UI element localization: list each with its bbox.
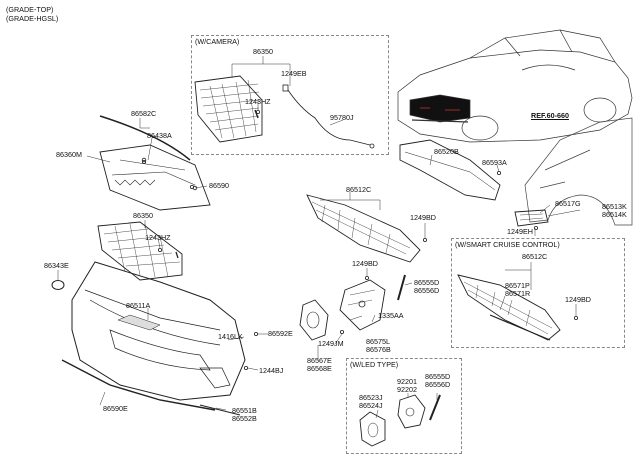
grade-hgsl-label: (GRADE-HGSL) <box>6 14 59 23</box>
fog-bracket <box>339 279 386 331</box>
lower-grille-86512C <box>306 194 421 263</box>
part-label: 86513K <box>602 202 627 211</box>
part-label: 1335AA <box>378 311 404 320</box>
part-label: 86520B <box>434 147 459 156</box>
part-label: 86555D <box>414 278 440 287</box>
part-label: 1249EB <box>281 69 307 78</box>
part-label: 1244BJ <box>259 366 284 375</box>
part-label: 86523J <box>359 393 383 402</box>
camera-box-title: (W/CAMERA) <box>195 37 240 46</box>
part-label: 86552B <box>232 414 257 423</box>
emblem <box>51 280 65 290</box>
part-label: 86360M <box>56 150 82 159</box>
part-label: 86512C <box>522 252 548 261</box>
fog-cover <box>299 299 329 341</box>
lower-grille <box>97 221 183 281</box>
reference-link[interactable]: REF.60-660 <box>531 111 569 120</box>
part-label: 86576B <box>366 345 391 354</box>
bumper-beam <box>399 139 501 201</box>
part-label: 86567E <box>307 356 332 365</box>
part-label: 1416LK <box>218 332 243 341</box>
part-label: 1243HZ <box>145 233 171 242</box>
fasteners <box>141 110 579 370</box>
part-label: 86556D <box>425 380 451 389</box>
part-label: 86590 <box>209 181 229 190</box>
part-label: 86555D <box>425 372 451 381</box>
part-label: 86511A <box>126 301 151 310</box>
part-label: 92201 <box>397 377 417 386</box>
part-label: 86350 <box>133 211 153 220</box>
vehicle-illustration <box>397 29 633 143</box>
part-label: 1243HZ <box>245 97 271 106</box>
lower-lip <box>61 359 216 411</box>
part-label: 1249JM <box>318 339 344 348</box>
part-label: 86514K <box>602 210 627 219</box>
molding-strip <box>99 115 191 161</box>
bracket-86360M <box>99 144 211 211</box>
scc-grille <box>457 274 561 341</box>
fender-illustration <box>524 117 633 226</box>
part-label: 86438A <box>147 131 172 140</box>
part-label: 1249BD <box>352 259 378 268</box>
led-parts <box>359 394 441 447</box>
part-label: 86582C <box>131 109 157 118</box>
camera-box <box>191 35 389 155</box>
part-label: 1249BD <box>565 295 591 304</box>
side-bracket <box>514 209 549 227</box>
part-label: 86517G <box>555 199 581 208</box>
part-label: 1249EH <box>507 227 533 236</box>
part-label: 86575L <box>366 337 390 346</box>
front-bumper <box>71 261 246 401</box>
part-label: 86571R <box>505 289 531 298</box>
part-label: 1249BD <box>410 213 436 222</box>
part-label: 86571P <box>505 281 530 290</box>
grade-top-label: (GRADE-TOP) <box>6 5 54 14</box>
smart-cruise-box <box>451 238 625 348</box>
part-label: 86551B <box>232 406 257 415</box>
led-box-title: (W/LED TYPE) <box>350 360 399 369</box>
part-label: 86350 <box>253 47 273 56</box>
part-label: 86592E <box>268 329 293 338</box>
part-label: 86568E <box>307 364 332 373</box>
camera-grille <box>194 75 375 149</box>
part-label: 86512C <box>346 185 372 194</box>
part-label: 92202 <box>397 385 417 394</box>
part-label: 86593A <box>482 158 507 167</box>
part-label: 86524J <box>359 401 383 410</box>
leader-lines <box>57 56 581 419</box>
part-label: 86343E <box>44 261 69 270</box>
part-label: 86590E <box>103 404 128 413</box>
part-label: 95780J <box>330 113 354 122</box>
side-strip <box>199 404 241 416</box>
led-box <box>346 358 462 454</box>
side-strip-86555D <box>397 274 406 301</box>
part-label: 86556D <box>414 286 440 295</box>
smart-cruise-box-title: (W/SMART CRUISE CONTROL) <box>455 240 560 249</box>
